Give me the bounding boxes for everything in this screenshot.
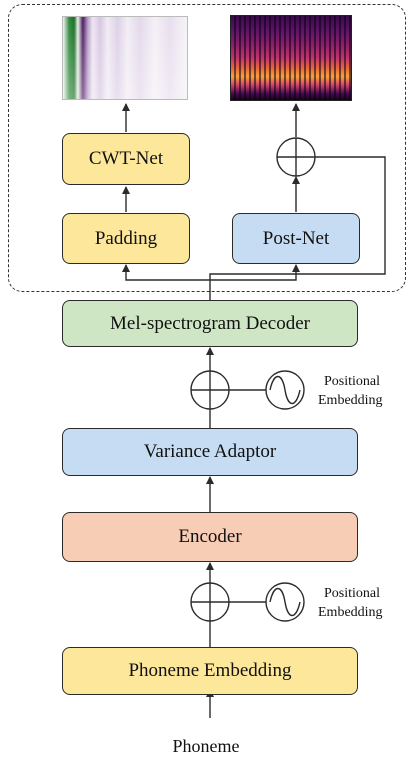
variance-adaptor-label: Variance Adaptor bbox=[143, 441, 277, 462]
variance-adaptor-box: Variance Adaptor bbox=[62, 428, 358, 476]
embedding-line2-bottom: Embedding bbox=[318, 605, 383, 620]
add-operator-top bbox=[190, 370, 230, 410]
mel-spectrogram-image bbox=[230, 15, 352, 101]
cwt-net-box: CWT-Net bbox=[62, 133, 190, 185]
padding-box: Padding bbox=[62, 213, 190, 264]
phoneme-embedding-box: Phoneme Embedding bbox=[62, 647, 358, 695]
embedding-line2-top: Embedding bbox=[318, 393, 383, 408]
phoneme-input-label: Phoneme bbox=[172, 736, 240, 756]
positional-embedding-label-top: Positional Embedding bbox=[318, 372, 410, 410]
positional-line1-top: Positional bbox=[324, 374, 381, 389]
encoder-box: Encoder bbox=[62, 512, 358, 562]
sine-wave-icon-bottom bbox=[265, 582, 305, 622]
positional-embedding-label-bottom: Positional Embedding bbox=[318, 584, 410, 622]
add-operator-postnet bbox=[276, 137, 316, 177]
phoneme-embedding-label: Phoneme Embedding bbox=[128, 660, 292, 681]
postnet-group-border bbox=[8, 4, 406, 292]
positional-line1-bottom: Positional bbox=[324, 586, 381, 601]
padding-label: Padding bbox=[94, 227, 158, 249]
post-net-label: Post-Net bbox=[262, 227, 330, 249]
cwt-spectrogram-image bbox=[62, 16, 188, 100]
encoder-label: Encoder bbox=[178, 526, 242, 547]
mel-decoder-box: Mel-spectrogram Decoder bbox=[62, 300, 358, 347]
sine-wave-icon-top bbox=[265, 370, 305, 410]
cwt-net-label: CWT-Net bbox=[88, 148, 164, 169]
mel-decoder-label: Mel-spectrogram Decoder bbox=[110, 312, 310, 334]
post-net-box: Post-Net bbox=[232, 213, 360, 264]
add-operator-bottom bbox=[190, 582, 230, 622]
